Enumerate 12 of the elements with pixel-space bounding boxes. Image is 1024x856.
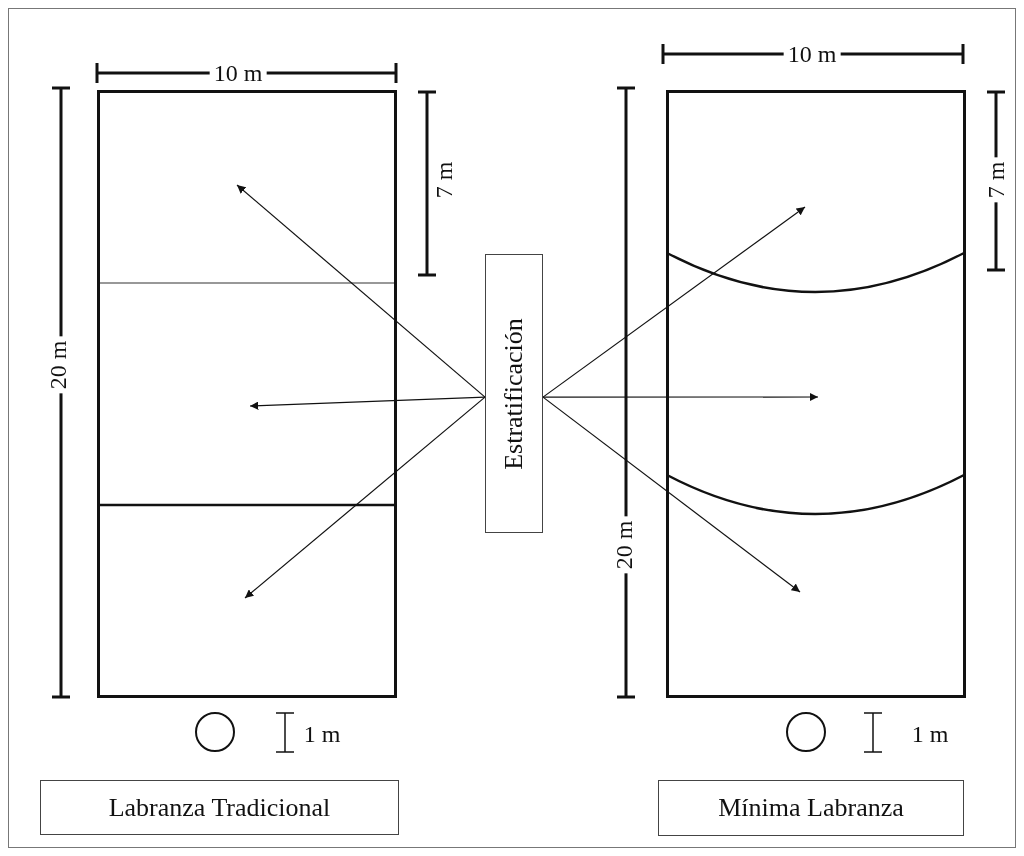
arrow [542,392,819,402]
arrow [249,396,486,410]
arrow [542,206,806,398]
plot-box [97,90,397,698]
caption-box: Labranza Tradicional [40,780,399,835]
arrow [244,396,486,599]
plot-box [666,90,966,698]
arrow [542,396,801,593]
vertical-label: Estratificación [499,317,529,470]
label-box [485,254,543,533]
arrow [236,184,486,398]
caption-box: Mínima Labranza [658,780,964,836]
